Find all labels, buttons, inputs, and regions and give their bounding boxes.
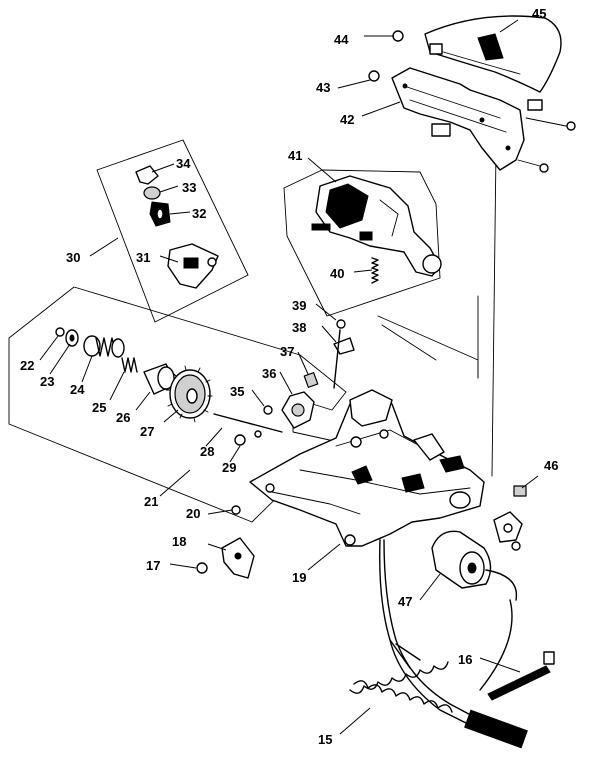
part-number-label: 47 (398, 594, 412, 609)
part-number-label: 31 (136, 250, 150, 265)
part-number-label: 15 (318, 732, 332, 747)
part-number-label: 32 (192, 206, 206, 221)
part-number-label: 19 (292, 570, 306, 585)
part-number-label: 30 (66, 250, 80, 265)
part-44-screw (392, 30, 404, 42)
part-number-label: 23 (40, 374, 54, 389)
part-number-label: 46 (544, 458, 558, 473)
part-number-label: 41 (288, 148, 302, 163)
part-40-spring (371, 257, 379, 284)
part-number-label: 44 (334, 32, 349, 47)
part-20-screw (231, 505, 241, 515)
part-18-bracket (221, 537, 255, 579)
group-30-outline (96, 139, 249, 323)
group-outlines (8, 139, 497, 523)
part-15-coil (349, 661, 453, 713)
part-number-label: 24 (70, 382, 85, 397)
part-number-label: 40 (330, 266, 344, 281)
part-43-screw (368, 70, 380, 82)
part-number-label: 21 (144, 494, 158, 509)
part-37-nut (303, 372, 319, 388)
part-29-bushing (234, 430, 262, 446)
part-number-label: 38 (292, 320, 306, 335)
part-34-clip (135, 165, 159, 185)
part-number-label: 37 (280, 344, 294, 359)
part-number-label: 27 (140, 424, 154, 439)
part-number-label: 25 (92, 400, 106, 415)
part-25-spring (121, 357, 138, 373)
part-number-label: 33 (182, 180, 196, 195)
part-35-screw (263, 405, 273, 415)
part-number-label: 20 (186, 506, 200, 521)
leader-lines (39, 19, 539, 735)
part-41-switch-assembly (311, 175, 442, 277)
part-36-cam (281, 391, 315, 429)
part-47-motor (431, 530, 518, 601)
part-23-washer (65, 329, 79, 347)
part-16-tie (487, 651, 555, 701)
part-number-label: 26 (116, 410, 130, 425)
part-39-screw (333, 319, 346, 389)
part-number-label: 36 (262, 366, 276, 381)
part-31-base (167, 243, 219, 289)
wire-harness (379, 539, 528, 749)
part-number-label: 45 (532, 6, 546, 21)
part-43-44-screws (368, 30, 404, 82)
part-number-label: 17 (146, 558, 160, 573)
part-41-outline (283, 169, 441, 317)
part-32-coil (149, 201, 171, 227)
part-19-chassis (249, 389, 485, 547)
part-28-shaft (213, 413, 283, 433)
part-number-label: 18 (172, 534, 186, 549)
part-number-label: 35 (230, 384, 244, 399)
part-33-bushing (143, 186, 161, 200)
part-22-clip (55, 327, 65, 337)
part-number-label: 22 (20, 358, 34, 373)
part-number-label: 29 (222, 460, 236, 475)
part-42-bracket (391, 67, 576, 173)
part-number-label: 39 (292, 298, 306, 313)
part-number-label: 28 (200, 444, 214, 459)
part-number-labels: 15 16 17 18 19 20 21 22 23 24 25 26 27 2… (20, 6, 558, 747)
part-45-top-cover (424, 15, 562, 111)
part-17-screw (196, 562, 208, 574)
part-24-spring-shaft (83, 335, 125, 358)
part-number-label: 42 (340, 112, 354, 127)
part-number-label: 34 (176, 156, 191, 171)
part-number-label: 16 (458, 652, 472, 667)
part-46-nut (513, 485, 527, 497)
part-number-label: 43 (316, 80, 330, 95)
part-27-gear (165, 365, 213, 423)
motor-bracket (493, 511, 523, 551)
part-38-screw (333, 337, 355, 355)
